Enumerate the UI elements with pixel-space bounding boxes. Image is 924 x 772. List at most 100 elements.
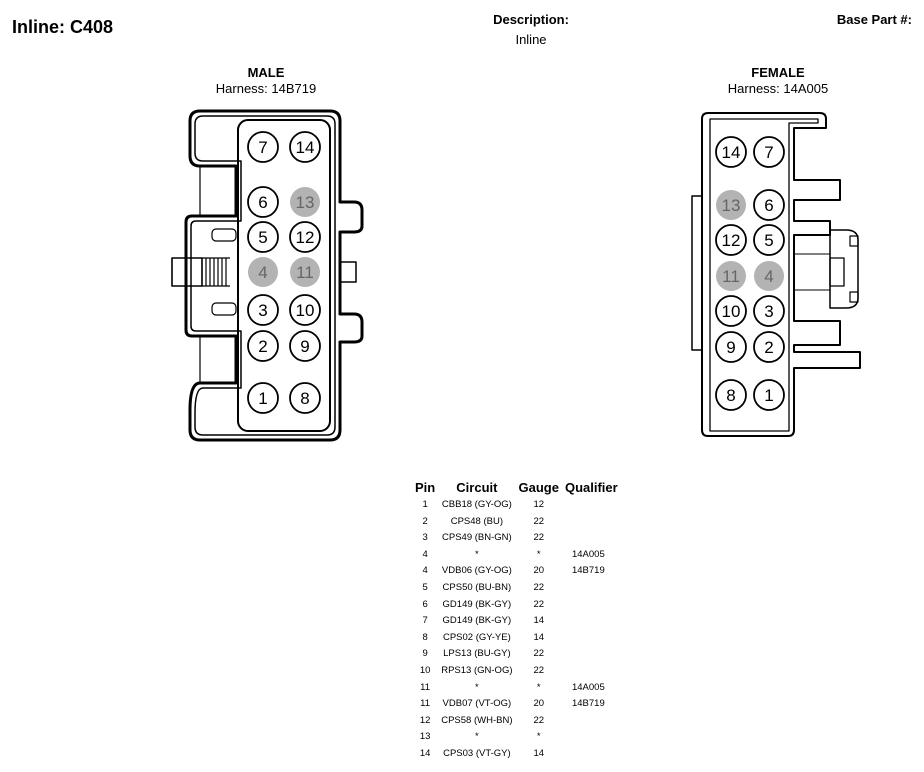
female-pin-label: 2 xyxy=(764,338,773,357)
pin-table-header-row: Pin Circuit Gauge Qualifier xyxy=(412,478,621,497)
female-pin-label: 10 xyxy=(722,302,741,321)
table-row: 4**14A005 xyxy=(412,547,621,564)
cell-gauge: * xyxy=(536,681,541,693)
female-pin-9 xyxy=(715,331,747,363)
male-pin-8 xyxy=(289,382,321,414)
cell-pin: 13 xyxy=(419,731,431,743)
male-pin-7 xyxy=(247,131,279,163)
cell-circuit: CPS49 (BN-GN) xyxy=(442,532,512,544)
cell-circuit: VDB07 (VT-OG) xyxy=(442,698,512,710)
male-pin-6 xyxy=(247,186,279,218)
cell-pin: 2 xyxy=(422,515,428,527)
male-pin-label: 6 xyxy=(258,193,267,212)
male-pin-14 xyxy=(289,131,321,163)
cell-gauge: * xyxy=(536,548,541,560)
female-pin-label: 6 xyxy=(764,196,773,215)
cell-gauge: 22 xyxy=(533,515,545,527)
cell-pin: 8 xyxy=(422,631,428,643)
cell-gauge: * xyxy=(536,731,541,743)
cell-pin: 14 xyxy=(419,747,431,759)
female-pin-1 xyxy=(753,379,785,411)
cell-gauge: 12 xyxy=(533,499,545,510)
male-pin-12 xyxy=(289,221,321,253)
description-value: Inline xyxy=(515,32,547,47)
cell-gauge: 22 xyxy=(533,532,545,544)
cell-qualifier xyxy=(562,646,621,663)
male-pin-13-empty xyxy=(290,187,320,217)
cell-pin: 10 xyxy=(419,664,431,676)
table-row: 2 CPS48 (BU) 22 xyxy=(412,514,621,531)
cell-pin: 12 xyxy=(419,714,431,726)
male-pin-label: 2 xyxy=(258,337,267,356)
cell-pin: 1 xyxy=(422,499,428,510)
female-pin-10 xyxy=(715,295,747,327)
male-pin-11-empty xyxy=(290,257,320,287)
cell-gauge: 20 xyxy=(533,698,545,710)
cell-circuit: * xyxy=(475,548,479,560)
male-harness-label: Harness: 14B719 xyxy=(215,81,317,96)
cell-qualifier xyxy=(562,530,621,547)
cell-qualifier xyxy=(562,497,621,514)
male-connector-housing xyxy=(171,109,364,442)
header-circuit: Circuit xyxy=(456,480,498,495)
female-pin-label: 8 xyxy=(726,386,735,405)
male-pin-label: 9 xyxy=(300,337,309,356)
cell-qualifier: 14B719 xyxy=(571,698,605,710)
female-pin-5 xyxy=(753,224,785,256)
female-pin-7 xyxy=(753,136,785,168)
cell-qualifier: 14A005 xyxy=(571,548,605,560)
cell-qualifier xyxy=(562,729,621,746)
female-pin-label: 7 xyxy=(764,143,773,162)
male-pin-label: 3 xyxy=(258,301,267,320)
female-pin-14 xyxy=(715,136,747,168)
cell-qualifier xyxy=(562,514,621,531)
male-pin-1 xyxy=(247,382,279,414)
cell-gauge: 20 xyxy=(533,565,545,577)
female-pin-8 xyxy=(715,379,747,411)
cell-circuit: CPS58 (WH-BN) xyxy=(441,714,513,726)
cell-qualifier xyxy=(562,746,621,763)
cell-gauge: 14 xyxy=(533,747,545,759)
header-qualifier: Qualifier xyxy=(564,480,618,495)
male-pin-label: 13 xyxy=(296,193,315,212)
cell-pin: 6 xyxy=(422,598,428,610)
table-row: 11**14A005 xyxy=(412,680,621,697)
male-pin-label: 5 xyxy=(258,228,267,247)
cell-circuit: CPS48 (BU) xyxy=(450,515,503,527)
cell-circuit: CPS50 (BU-BN) xyxy=(442,581,512,593)
header-pin: Pin xyxy=(415,480,436,495)
cell-circuit: CPS03 (VT-GY) xyxy=(443,747,511,759)
cell-gauge: 14 xyxy=(533,615,545,627)
female-pin-label: 13 xyxy=(722,196,741,215)
cell-circuit: CPS02 (GY-YE) xyxy=(442,631,511,643)
cell-pin: 3 xyxy=(422,532,428,544)
male-pin-label: 14 xyxy=(296,138,315,157)
female-harness-label: Harness: 14A005 xyxy=(727,81,829,96)
cell-circuit: * xyxy=(475,731,479,743)
male-connector-title: MALE xyxy=(247,65,285,80)
male-pin-label: 12 xyxy=(296,228,315,247)
female-pin-label: 9 xyxy=(726,338,735,357)
cell-circuit: GD149 (BK-GY) xyxy=(442,615,512,627)
cell-circuit: RPS13 (GN-OG) xyxy=(441,664,513,676)
cell-pin: 11 xyxy=(420,681,431,693)
female-pin-label: 14 xyxy=(722,143,741,162)
cell-circuit: GD149 (BK-GY) xyxy=(442,598,512,610)
cell-qualifier: 14B719 xyxy=(571,565,605,577)
cell-gauge: 14 xyxy=(533,631,545,643)
female-pin-label: 4 xyxy=(764,267,773,286)
cell-pin: 5 xyxy=(422,581,428,593)
male-pin-3 xyxy=(247,294,279,326)
cell-gauge: 22 xyxy=(533,714,545,726)
cell-pin: 4 xyxy=(422,565,428,577)
male-pin-label: 7 xyxy=(258,138,267,157)
